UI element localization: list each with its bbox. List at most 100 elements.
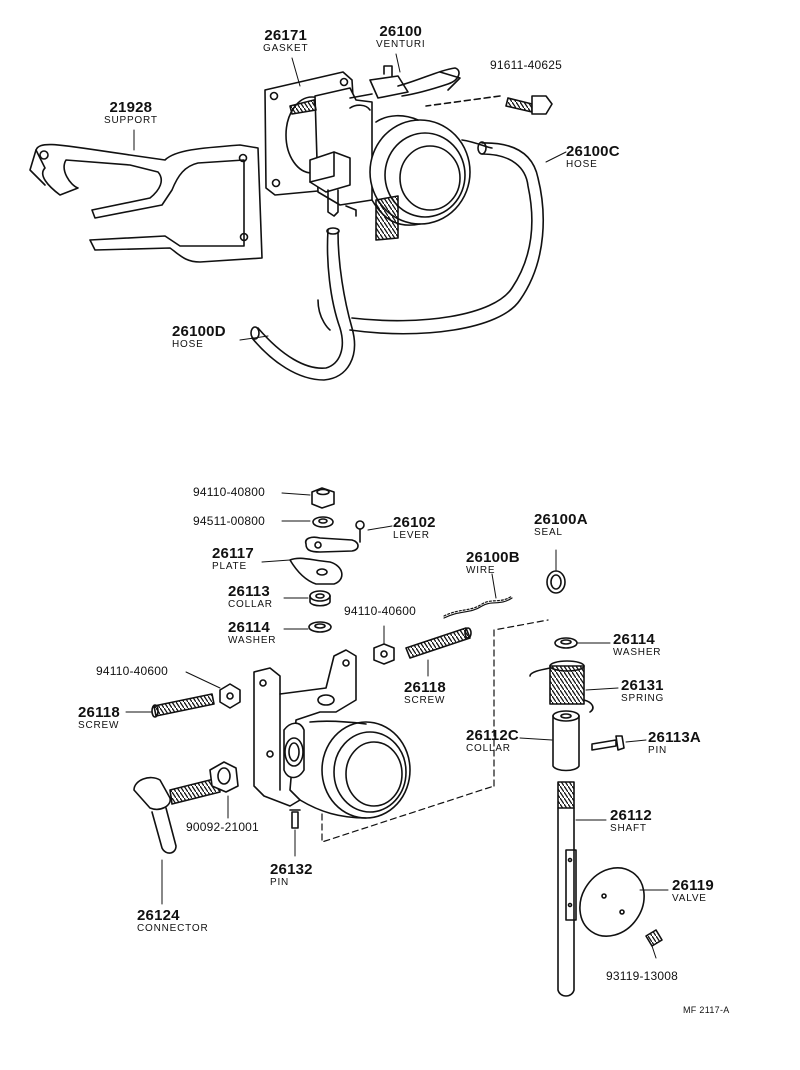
leader-lines-top [133, 53, 567, 341]
part-name: SPRING [621, 693, 665, 704]
hose-26100c [349, 141, 544, 335]
label-26124: 26124 CONNECTOR [137, 908, 208, 934]
part-name: PIN [648, 745, 668, 756]
part-number: 93119-13008 [606, 969, 679, 983]
part-number: 26117 [212, 545, 254, 562]
seal-26100a [546, 549, 566, 594]
part-number: 91611-40625 [490, 58, 563, 72]
label-26114-b: 26114 WASHER [613, 632, 661, 658]
label-26117: 26117 PLATE [212, 546, 254, 572]
part-name: WASHER [613, 647, 662, 658]
part-number: 90092-21001 [186, 820, 259, 834]
part-name: WASHER [228, 635, 277, 646]
label-26171: 26171 GASKET [263, 28, 308, 54]
part-name: SCREW [404, 695, 446, 706]
label-26132: 26132 PIN [270, 862, 313, 888]
valve-26119 [579, 867, 669, 937]
part-name: CONNECTOR [137, 923, 209, 934]
bolt-91611 [425, 95, 553, 115]
nut-94110-40600-upper [373, 625, 395, 665]
label-26102: 26102 LEVER [393, 515, 436, 541]
part-name: VALVE [672, 893, 707, 904]
part-number: 94110-40800 [193, 485, 266, 499]
label-26118-left: 26118 SCREW [78, 705, 120, 731]
label-26113: 26113 COLLAR [228, 584, 273, 610]
label-26112: 26112 SHAFT [610, 808, 652, 834]
part-name: GASKET [263, 43, 309, 54]
label-94511: 94511-00800 [193, 515, 265, 527]
label-26114-a: 26114 WASHER [228, 620, 276, 646]
part-number: 26114 [228, 619, 270, 636]
screw-93119 [645, 929, 663, 959]
label-94110-40600-left: 94110-40600 [96, 665, 168, 677]
label-26100d: 26100D HOSE [172, 324, 226, 350]
label-93119: 93119-13008 [606, 970, 678, 982]
spring-26131 [529, 660, 619, 713]
part-number: 94110-40600 [344, 604, 417, 618]
part-number: 94110-40600 [96, 664, 169, 678]
part-number: 26118 [78, 704, 120, 721]
part-number: 26102 [393, 514, 436, 531]
label-94110-40800: 94110-40800 [193, 486, 265, 498]
part-name: HOSE [172, 339, 204, 350]
part-number: 26100A [534, 511, 588, 528]
nut-94110-40800 [281, 487, 335, 509]
part-number: 26113 [228, 583, 270, 600]
screw-26118-left [125, 693, 215, 718]
part-number: 94511-00800 [193, 514, 266, 528]
throttle-body-housing [253, 619, 549, 843]
wire-26100b [443, 573, 513, 619]
nut-94110-40600-left [185, 671, 241, 709]
label-26100b: 26100B WIRE [466, 550, 520, 576]
shaft-26112 [557, 781, 607, 997]
nut-90092 [209, 761, 239, 819]
part-number: 26100D [172, 323, 226, 340]
label-26131: 26131 SPRING [621, 678, 664, 704]
label-90092: 90092-21001 [186, 821, 259, 833]
lever-26102 [304, 520, 393, 553]
collar-26113 [283, 590, 331, 607]
screw-26118-upper [405, 627, 472, 677]
label-26118-upper: 26118 SCREW [404, 680, 446, 706]
part-number: 26112 [610, 807, 652, 824]
pin-26113a [591, 735, 647, 751]
label-26112c: 26112C COLLAR [466, 728, 519, 754]
part-name: PIN [270, 877, 290, 888]
part-name: HOSE [566, 159, 598, 170]
label-26100c: 26100C HOSE [566, 144, 620, 170]
drawing-reference: MF 2117-A [683, 1005, 730, 1015]
part-number: 26124 [137, 907, 180, 924]
part-number: 26171 [264, 27, 308, 44]
part-number: 26100C [566, 143, 620, 160]
washer-94511 [281, 516, 334, 528]
plate-26117 [261, 557, 343, 585]
connector-26124 [133, 776, 221, 905]
label-91611: 91611-40625 [490, 59, 562, 71]
hose-26100d [250, 227, 356, 381]
label-26113a: 26113A PIN [648, 730, 701, 756]
part-number: 26131 [621, 677, 664, 694]
part-name: COLLAR [466, 743, 511, 754]
part-number: 26112C [466, 727, 519, 744]
part-number: 26132 [270, 861, 313, 878]
collar-26112c [519, 710, 580, 772]
part-number: 26113A [648, 729, 701, 746]
venturi-assembly [289, 65, 493, 241]
part-name: PLATE [212, 561, 247, 572]
label-26100: 26100 VENTURI [376, 24, 426, 50]
washer-26114-a [283, 621, 332, 633]
part-number: 26100B [466, 549, 520, 566]
part-number: 26119 [672, 877, 714, 894]
part-number: 21928 [109, 99, 153, 116]
label-26100a: 26100A SEAL [534, 512, 588, 538]
part-name: VENTURI [376, 39, 426, 50]
part-name: COLLAR [228, 599, 273, 610]
part-number: 26118 [404, 679, 446, 696]
part-number: 26100 [379, 23, 423, 40]
part-name: LEVER [393, 530, 430, 541]
washer-26114-b [554, 637, 611, 649]
part-name: SCREW [78, 720, 120, 731]
label-94110-40600-upper: 94110-40600 [344, 605, 416, 617]
support-bracket [29, 143, 263, 263]
